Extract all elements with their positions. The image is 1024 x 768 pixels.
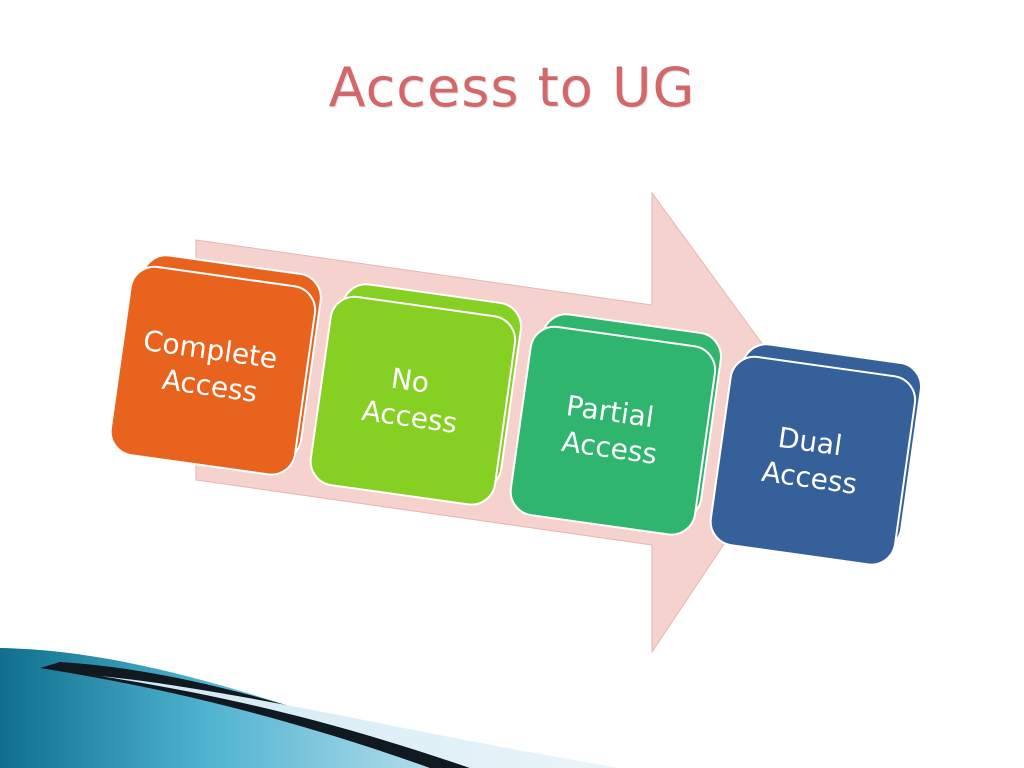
step-partial-access: Partial Access — [509, 313, 722, 536]
step-label-line1: No — [389, 362, 431, 400]
slide-title: Access to UG — [328, 56, 696, 119]
step-no-access: No Access — [309, 283, 522, 506]
step-box-front — [509, 325, 717, 536]
decorative-wave — [0, 648, 620, 768]
step-dual-access: Dual Access — [709, 343, 922, 566]
svg-text:Partial Access: Partial Access — [559, 389, 665, 471]
step-box-front — [709, 355, 917, 566]
step-box-front — [309, 295, 517, 506]
step-complete-access: Complete Access — [109, 254, 322, 476]
step-box-front — [109, 265, 317, 476]
